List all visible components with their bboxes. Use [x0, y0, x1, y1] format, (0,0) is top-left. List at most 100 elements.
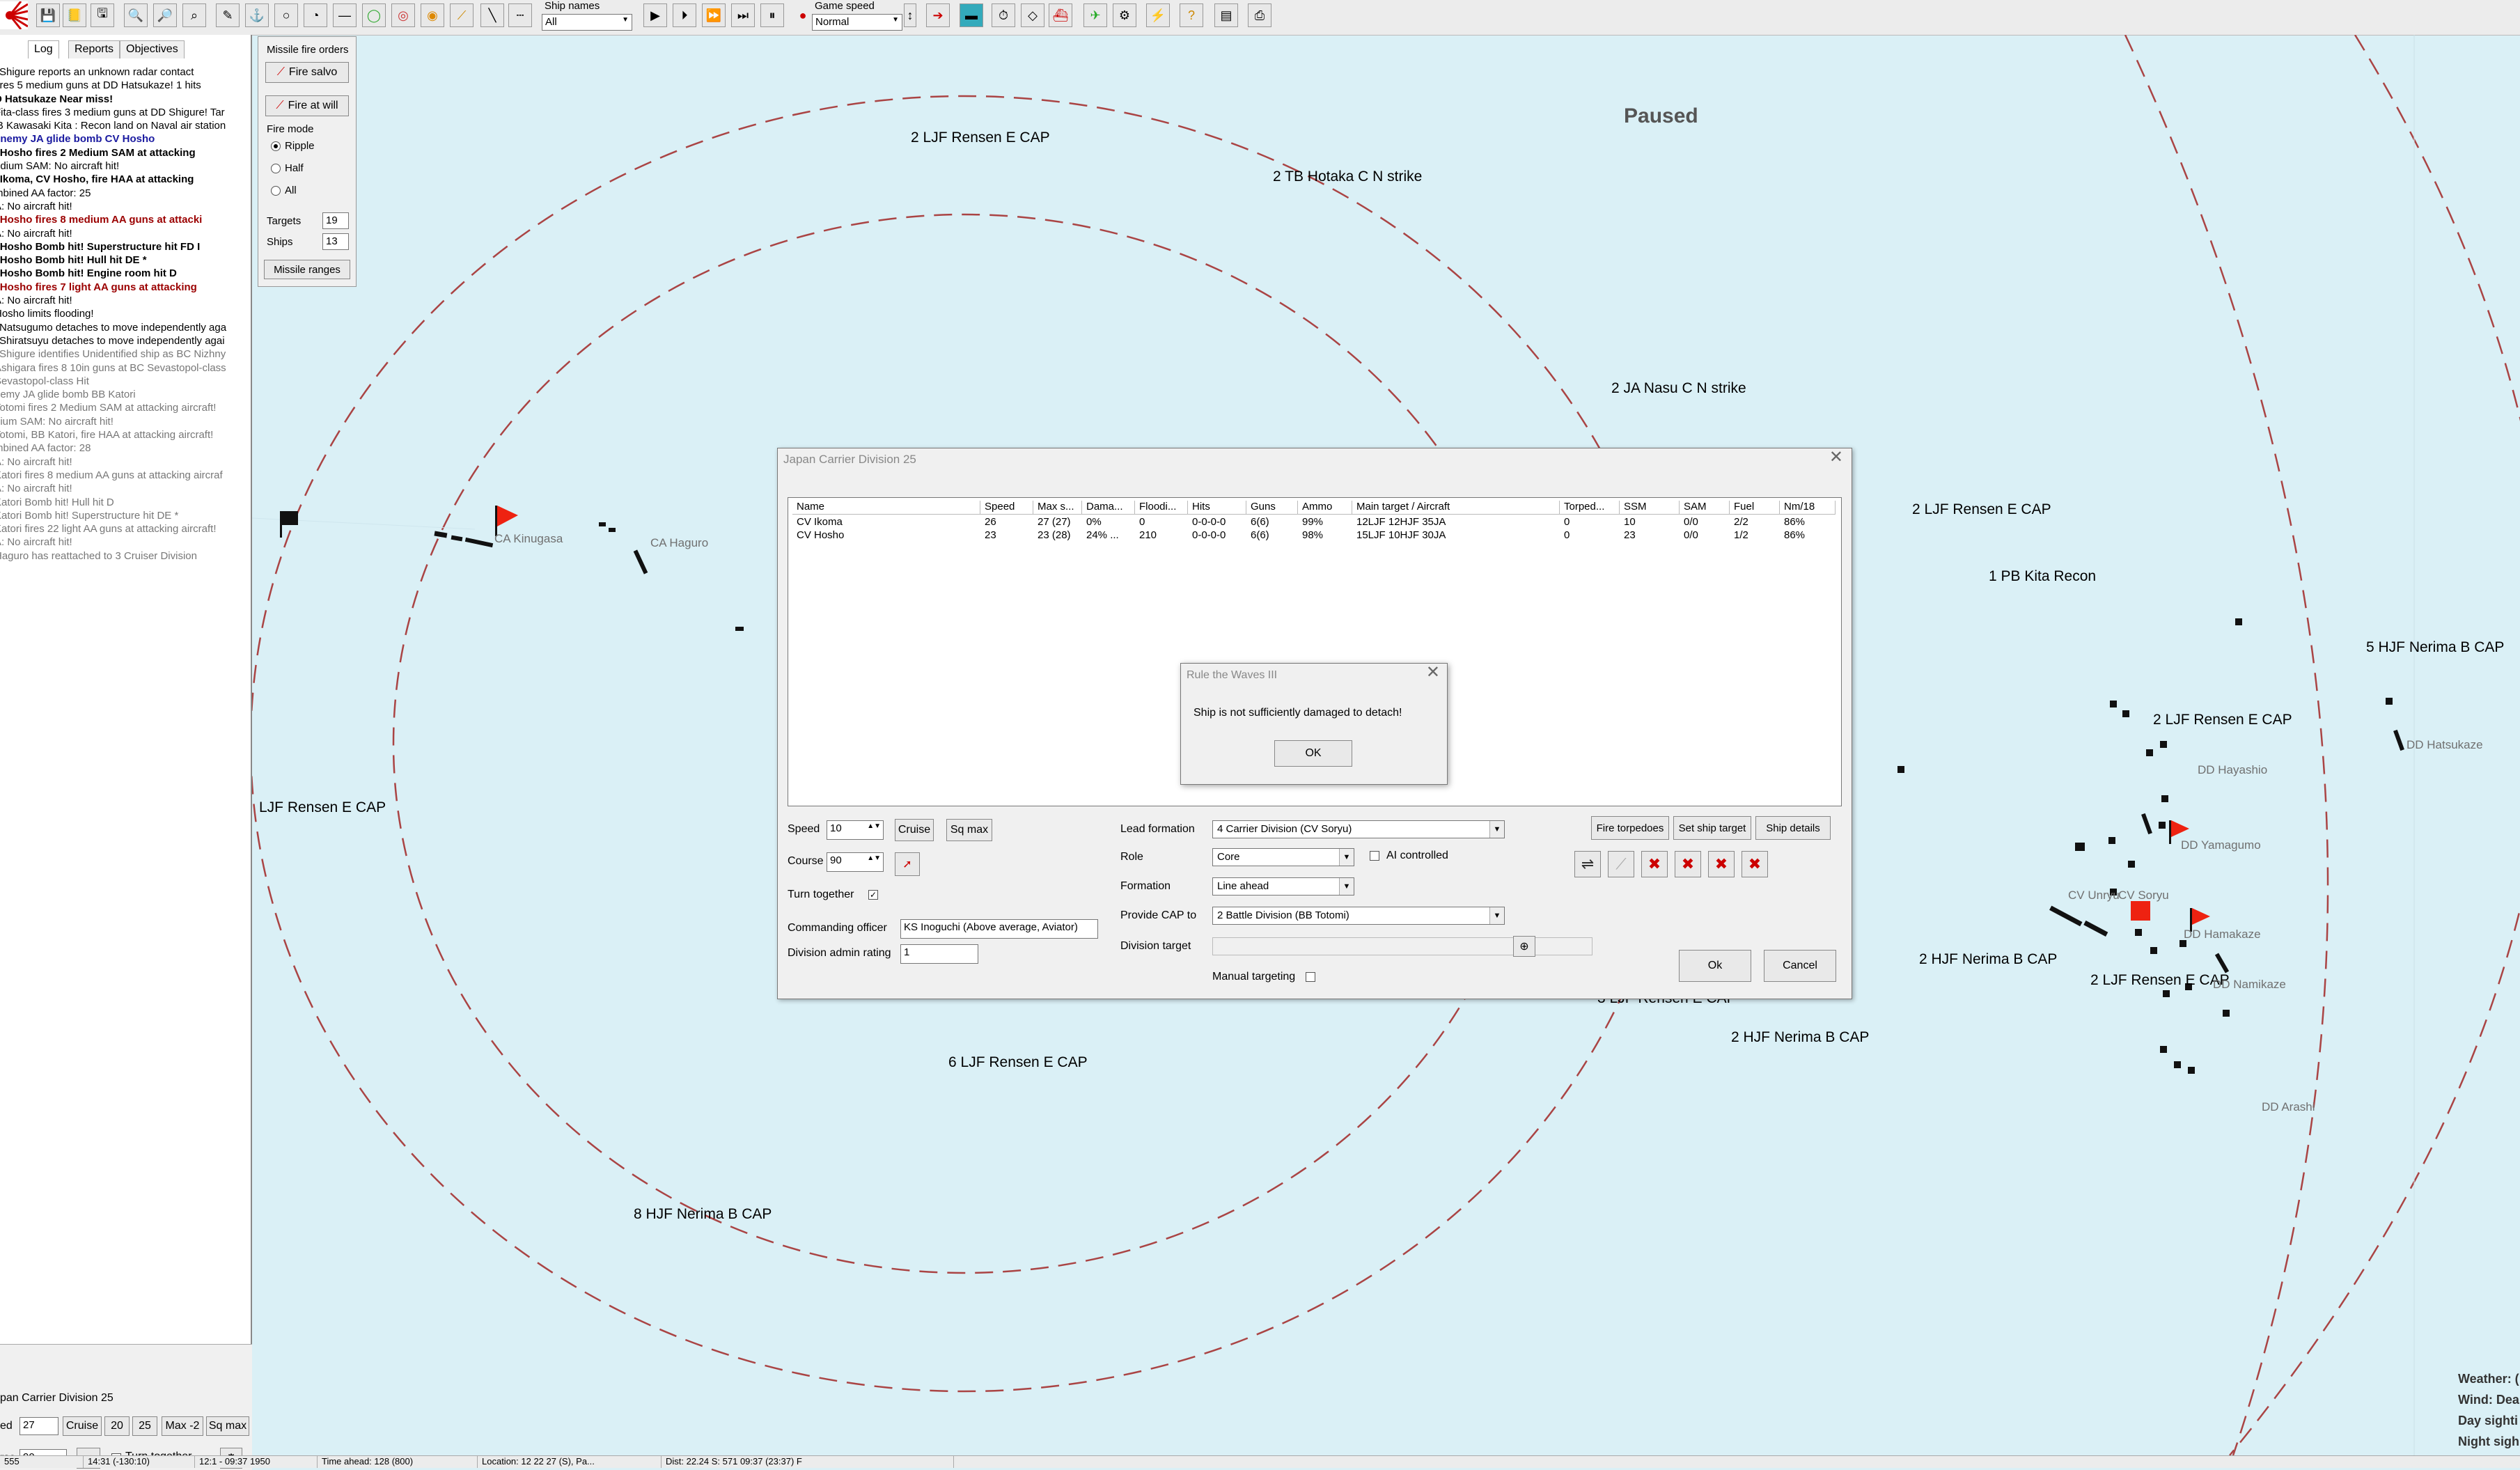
sq-max-button[interactable]: Sq max: [206, 1416, 249, 1436]
mode-ripple-radio[interactable]: Ripple: [271, 140, 315, 152]
air-group-label[interactable]: 2 LJF Rensen E CAP: [911, 130, 1050, 146]
anchor-icon[interactable]: ⚓: [245, 3, 269, 27]
air-group-label[interactable]: 2 HJF Nerima B CAP: [1731, 1029, 1870, 1045]
max-minus-2-button[interactable]: Max -2: [162, 1416, 203, 1436]
red-arrow-icon[interactable]: ➔: [926, 3, 950, 27]
column-header[interactable]: SSM: [1620, 501, 1680, 515]
column-header[interactable]: Dama...: [1082, 501, 1135, 515]
ok-button[interactable]: OK: [1274, 740, 1352, 767]
table-cell[interactable]: 10: [1624, 516, 1636, 528]
sea-state-icon[interactable]: ▬: [960, 3, 983, 27]
air-group-label[interactable]: 1 PB Kita Recon: [1989, 568, 2097, 584]
column-header[interactable]: Ammo: [1298, 501, 1352, 515]
report-icon[interactable]: ▤: [1214, 3, 1238, 27]
air-group-label[interactable]: 8 HJF Nerima B CAP: [634, 1206, 772, 1222]
speed-field[interactable]: 27: [19, 1417, 58, 1435]
table-cell[interactable]: 0-0-0-0: [1192, 516, 1226, 528]
aircraft-icon[interactable]: ✈: [1083, 3, 1107, 27]
course-pick-icon[interactable]: ➚: [895, 852, 920, 876]
lightning-icon[interactable]: ⚡: [1146, 3, 1170, 27]
table-cell[interactable]: 0: [1564, 529, 1570, 541]
table-cell[interactable]: 27 (27): [1038, 516, 1071, 528]
table-cell[interactable]: 2/2: [1734, 516, 1748, 528]
table-cell[interactable]: 15LJF 10HJF 30JA: [1356, 529, 1446, 541]
formation-select[interactable]: Line ahead▼: [1212, 877, 1354, 896]
ship-details-button[interactable]: Ship details: [1755, 816, 1831, 840]
air-group-label[interactable]: 2 LJF Rensen E CAP: [2090, 972, 2230, 988]
tab-reports[interactable]: Reports: [68, 40, 120, 58]
speed-25-button[interactable]: 25: [132, 1416, 157, 1436]
green-circle-icon[interactable]: ◯: [362, 3, 386, 27]
dashed-line-icon[interactable]: ┄: [508, 3, 532, 27]
notebook-icon[interactable]: 📒: [63, 3, 86, 27]
circle-range-icon[interactable]: ○: [274, 3, 298, 27]
table-cell[interactable]: 210: [1139, 529, 1157, 541]
table-cell[interactable]: 0/0: [1684, 516, 1698, 528]
air-group-label[interactable]: 2 HJF Nerima B CAP: [1919, 951, 2058, 967]
zoom-in-icon[interactable]: 🔍: [124, 3, 148, 27]
table-cell[interactable]: 23: [1624, 529, 1636, 541]
sq-max-button[interactable]: Sq max: [946, 819, 992, 841]
speed-field[interactable]: 10▲▼: [827, 820, 884, 840]
cruise-button[interactable]: Cruise: [63, 1416, 102, 1436]
pencil-icon[interactable]: ✎: [216, 3, 240, 27]
clock-range-icon[interactable]: ◔: [304, 3, 327, 27]
table-cell[interactable]: 0-0-0-0: [1192, 529, 1226, 541]
air-group-label[interactable]: 2 LJF Rensen E CAP: [1912, 501, 2051, 517]
timer-icon[interactable]: ⏱: [992, 3, 1015, 27]
ship-label[interactable]: DD Arashi: [2262, 1100, 2315, 1113]
cancel-all-icon[interactable]: ✖: [1708, 851, 1735, 877]
ai-controlled-checkbox[interactable]: [1370, 851, 1379, 861]
pause-icon[interactable]: ⏸: [760, 3, 784, 27]
zoom-out-icon[interactable]: 🔎: [153, 3, 177, 27]
manual-targeting-checkbox[interactable]: [1306, 972, 1315, 982]
ship-silhouette-icon[interactable]: ⛴: [1049, 3, 1072, 27]
missile-ranges-button[interactable]: Missile ranges: [264, 260, 350, 279]
play-icon[interactable]: ▶: [643, 3, 667, 27]
course-field[interactable]: 90▲▼: [827, 852, 884, 872]
ship-label[interactable]: DD Yamagumo: [2181, 838, 2261, 852]
zoom-reset-icon[interactable]: ⌕: [182, 3, 206, 27]
air-group-label[interactable]: 2 JA Nasu C N strike: [1611, 380, 1746, 396]
red-circle-icon[interactable]: ◎: [391, 3, 415, 27]
table-cell[interactable]: 86%: [1784, 529, 1806, 541]
spinner-icon[interactable]: ▲▼: [867, 822, 881, 830]
tab-log[interactable]: Log: [28, 40, 59, 58]
column-header[interactable]: SAM: [1680, 501, 1730, 515]
line-icon[interactable]: —: [333, 3, 357, 27]
table-cell[interactable]: 0/0: [1684, 529, 1698, 541]
ship-label[interactable]: CA Haguro: [650, 536, 709, 549]
cancel-target-icon[interactable]: ✖: [1641, 851, 1668, 877]
speed-spinner-icon[interactable]: ↕: [904, 3, 916, 27]
column-header[interactable]: Floodi...: [1135, 501, 1188, 515]
lead-formation-select[interactable]: 4 Carrier Division (CV Soryu)▼: [1212, 820, 1505, 838]
column-header[interactable]: Max s...: [1033, 501, 1082, 515]
table-cell[interactable]: 0%: [1086, 516, 1102, 528]
torpedo-track-icon[interactable]: ⟋: [450, 3, 474, 27]
cruise-button[interactable]: Cruise: [895, 819, 934, 841]
ship-label[interactable]: DD Hamakaze: [2184, 928, 2261, 941]
air-group-label[interactable]: 6 LJF Rensen E CAP: [948, 1054, 1088, 1070]
air-group-label[interactable]: LJF Rensen E CAP: [259, 799, 386, 815]
table-cell[interactable]: 26: [985, 516, 996, 528]
turn-together-checkbox[interactable]: ✓: [868, 890, 878, 900]
gear-icon[interactable]: ⚙: [1113, 3, 1136, 27]
role-select[interactable]: Core▼: [1212, 848, 1354, 866]
speed-20-button[interactable]: 20: [104, 1416, 130, 1436]
tactical-map[interactable]: Paused 2 LJF Rensen E CAP 2 TB Hotaka C …: [252, 35, 2520, 1455]
table-cell[interactable]: 6(6): [1251, 529, 1269, 541]
eraser-icon[interactable]: ◇: [1021, 3, 1044, 27]
cancel-orders-icon[interactable]: ✖: [1675, 851, 1701, 877]
spinner-icon[interactable]: ▲▼: [867, 854, 881, 862]
table-cell[interactable]: 98%: [1302, 529, 1324, 541]
skip-icon[interactable]: ⏭: [731, 3, 755, 27]
ship-label[interactable]: CA Kinugasa: [494, 532, 563, 545]
mode-all-radio[interactable]: All: [271, 185, 297, 196]
column-header[interactable]: Speed: [980, 501, 1033, 515]
missile-icon[interactable]: ⟋: [1608, 851, 1634, 877]
air-group-label[interactable]: 5 HJF Nerima B CAP: [2366, 639, 2505, 655]
save-icon[interactable]: 💾: [36, 3, 60, 27]
ship-label[interactable]: DD Hayashio: [2198, 763, 2268, 776]
provide-cap-select[interactable]: 2 Battle Division (BB Totomi)▼: [1212, 907, 1505, 925]
air-group-label[interactable]: 2 LJF Rensen E CAP: [2153, 712, 2292, 728]
